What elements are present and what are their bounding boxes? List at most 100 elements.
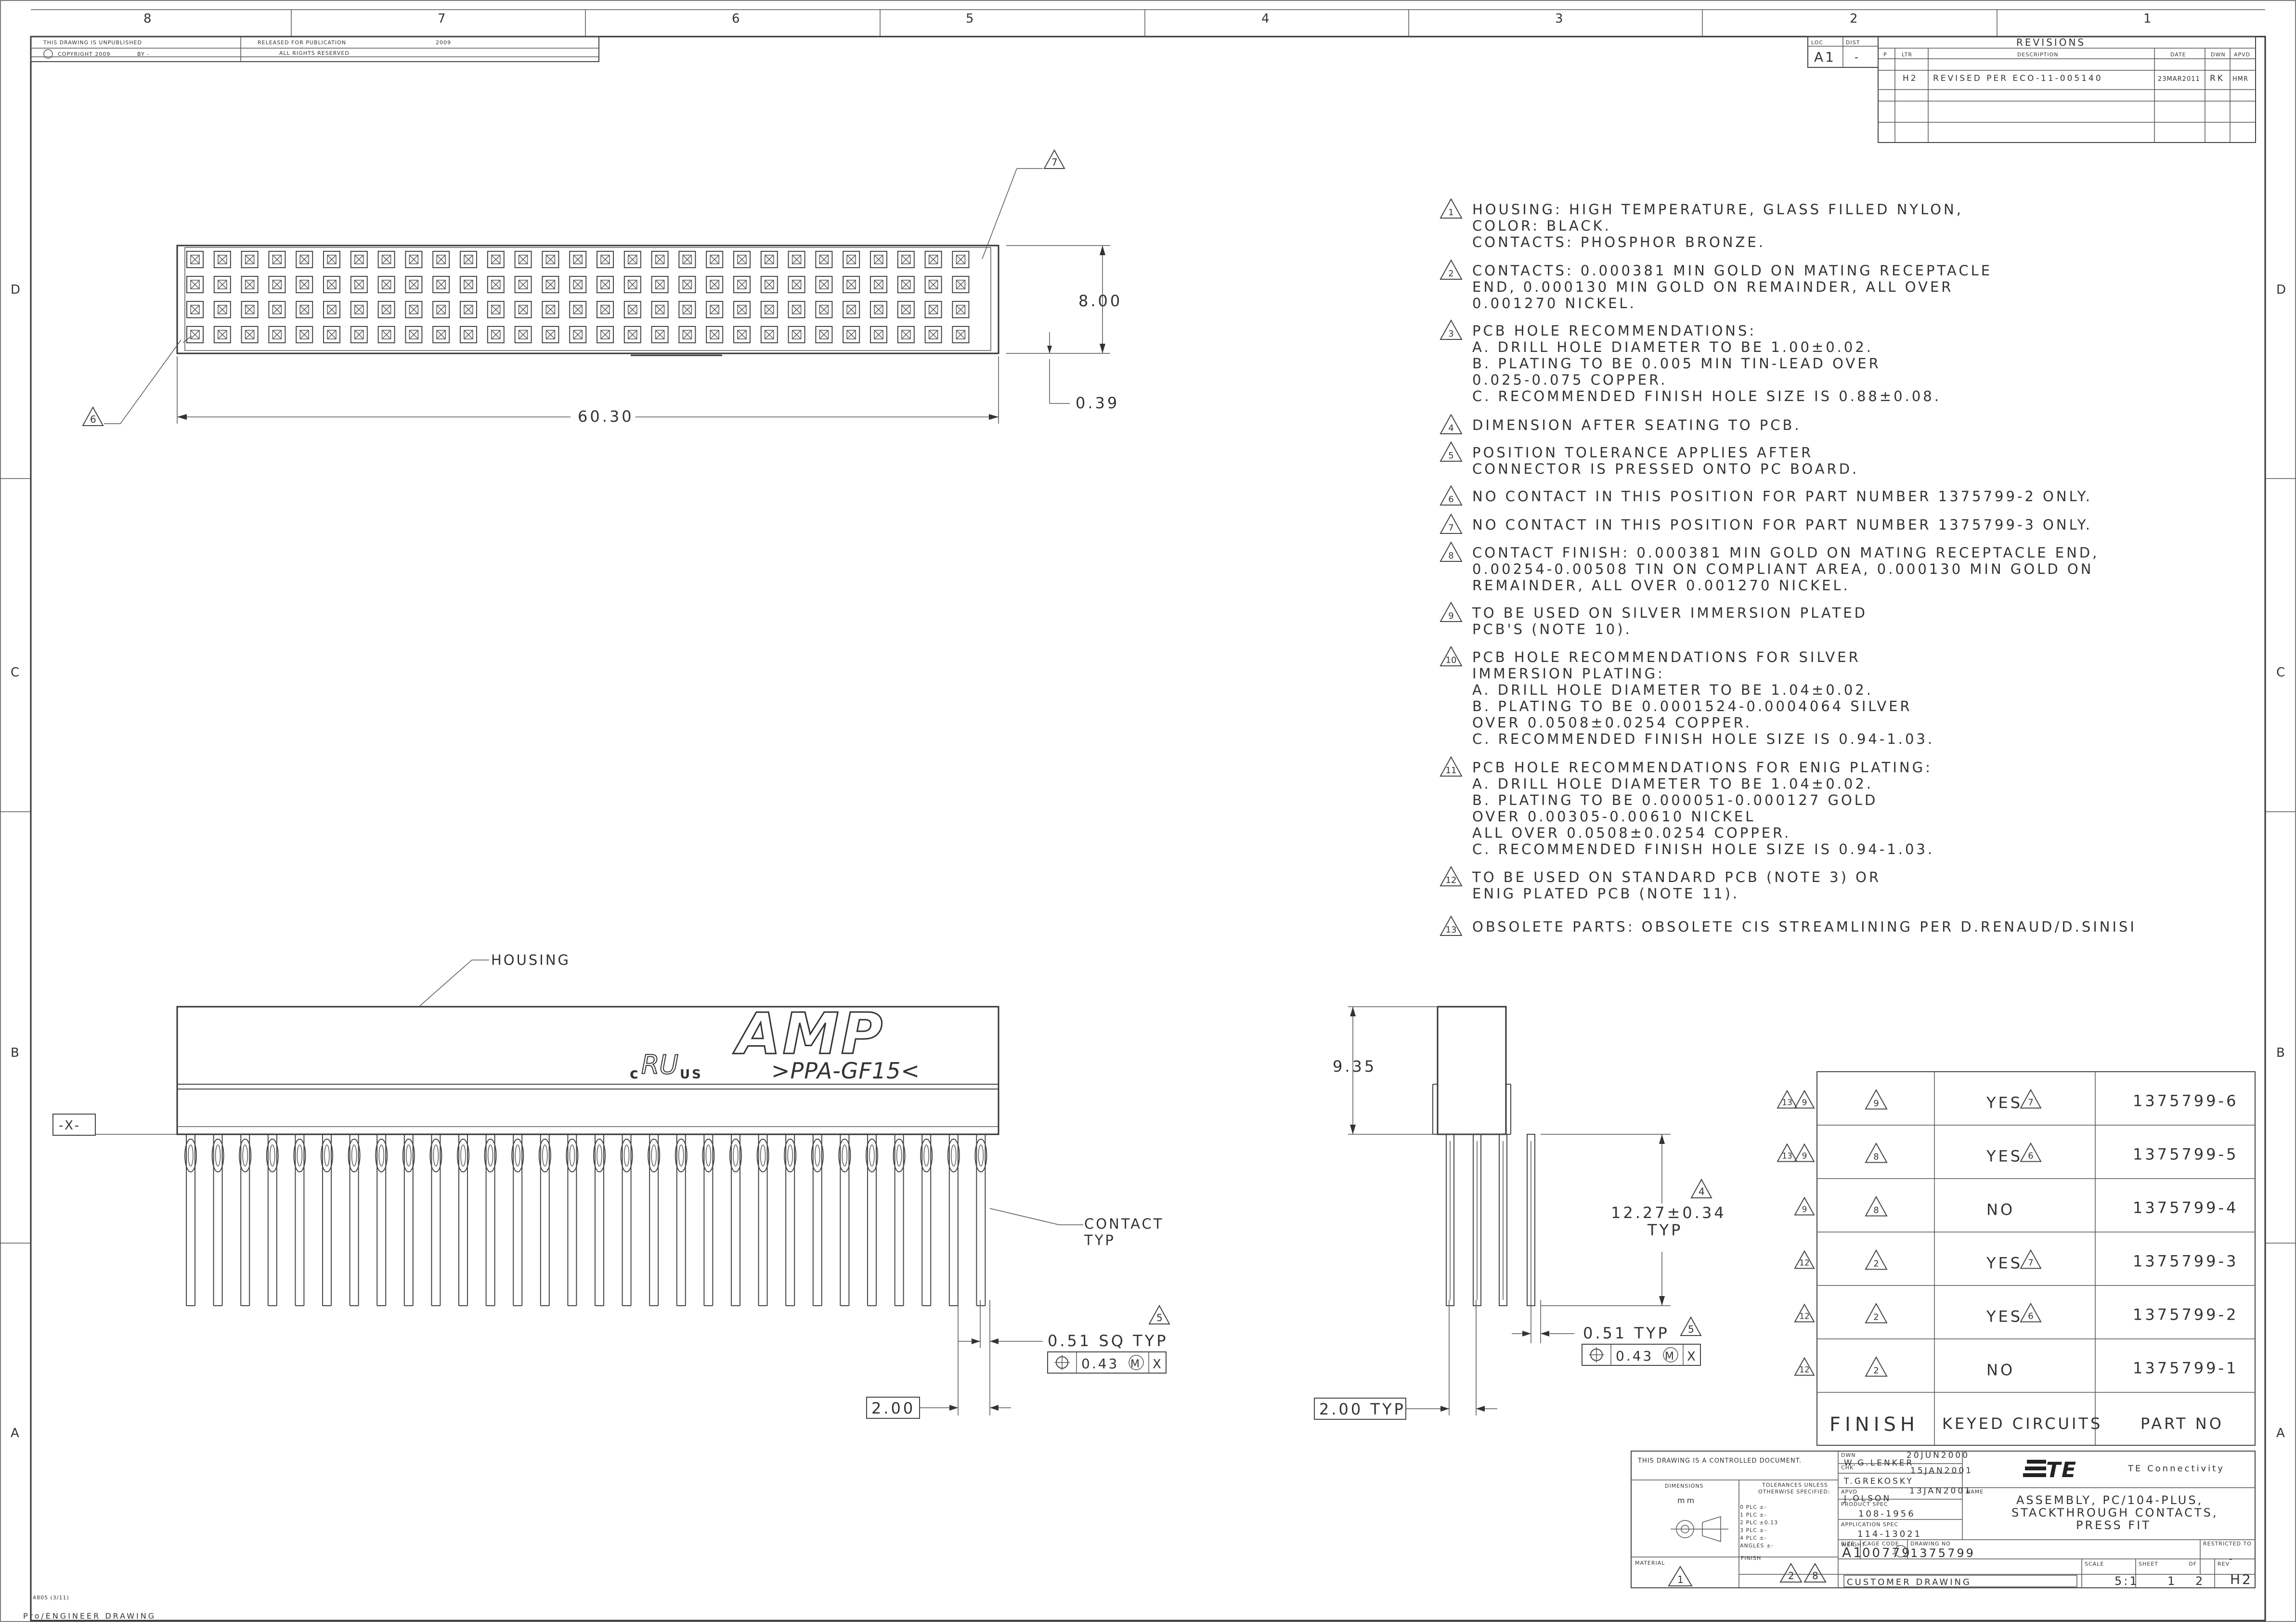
top-length-dim: 60.30 <box>578 407 634 426</box>
apvd-name: J.OLSON <box>1843 1494 1891 1504</box>
note-flag-6-triangle <box>1440 485 1463 506</box>
tolerance-row: 0 PLC ±- <box>1740 1504 1767 1510</box>
part-number: 1375799-4 <box>2133 1199 2238 1217</box>
keyed-flag: 6 <box>2028 1311 2033 1322</box>
company-name: TE Connectivity <box>2127 1464 2225 1474</box>
finish-flag-1: 2 <box>1788 1570 1796 1582</box>
application-spec: 114-13021 <box>1857 1529 1922 1539</box>
note-10-line: A. DRILL HOLE DIAMETER TO BE 1.04±0.02. <box>1472 682 1873 698</box>
note-2-line: 0.001270 NICKEL. <box>1472 295 1636 311</box>
row-note-flag: 9 <box>1802 1152 1807 1161</box>
contact-cavity <box>405 326 423 343</box>
top-flag-7: 7 <box>1051 156 1060 168</box>
part-number: 1375799-1 <box>2133 1359 2238 1377</box>
contact-cavity <box>597 301 614 318</box>
row-note-flag: 12 <box>1799 1312 1810 1322</box>
contact-cavity <box>213 301 231 318</box>
top-view: 8.00 60.30 0.39 7 6 <box>82 149 1120 426</box>
part-number: 1375799-3 <box>2133 1252 2238 1271</box>
of-value: 2 <box>2195 1574 2205 1588</box>
end-contact-pins <box>1446 1134 1535 1306</box>
contact-cavity <box>760 276 778 293</box>
contact-cavity <box>487 276 505 293</box>
contact-cavity <box>870 276 887 293</box>
weight-value: - <box>1892 1548 1897 1558</box>
contact-cavity <box>213 276 231 293</box>
scale-label: SCALE <box>2085 1561 2104 1567</box>
ul-recognized-mark: RU <box>641 1050 678 1080</box>
contact-pin <box>348 1134 361 1306</box>
note-5-line: CONNECTOR IS PRESSED ONTO PC BOARD. <box>1472 461 1859 477</box>
sheet-value: 1 <box>2167 1574 2177 1588</box>
contact-cavity <box>514 326 532 343</box>
row-note-flag-triangle <box>1794 1250 1815 1269</box>
contact-cavity <box>514 251 532 268</box>
contact-cavity <box>623 301 641 318</box>
dist-value: - <box>1855 52 1860 64</box>
contact-cavity <box>623 276 641 293</box>
product-spec-label: PRODUCT SPEC <box>1841 1501 1888 1507</box>
contact-pin <box>184 1134 197 1306</box>
loc-label: LOC <box>1811 39 1823 46</box>
keyed-value: YES <box>1986 1094 2023 1112</box>
contact-cavity <box>788 326 805 343</box>
end-feature-control-frame <box>1582 1344 1701 1366</box>
name-label: NAME <box>1966 1489 1984 1495</box>
row-note-flag-triangle <box>1794 1090 1815 1109</box>
contact-cavity <box>241 276 259 293</box>
contact-pin <box>484 1134 497 1306</box>
contact-pin <box>620 1134 633 1306</box>
contact-cavity <box>377 301 395 318</box>
contact-pin <box>784 1134 797 1306</box>
contact-cavity <box>432 276 450 293</box>
contact-cavity <box>542 301 559 318</box>
datum-x-frame <box>52 1114 96 1136</box>
controlled-document-label: THIS DRAWING IS A CONTROLLED DOCUMENT. <box>1637 1457 1802 1465</box>
note-flag-11-triangle <box>1440 756 1463 777</box>
contact-cavity <box>897 251 915 268</box>
contact-pin <box>321 1134 333 1306</box>
contact-cavity <box>651 301 669 318</box>
contact-pin <box>402 1134 415 1306</box>
contact-cavity <box>460 276 477 293</box>
note-flag-2-triangle <box>1440 259 1463 280</box>
contact-pin <box>866 1134 878 1306</box>
contact-label-line2: TYP <box>1084 1232 1116 1248</box>
note-9-line: PCB'S (NOTE 10). <box>1472 621 1632 637</box>
contact-cavity <box>843 301 860 318</box>
release-year: 2009 <box>436 39 451 46</box>
contact-cavity <box>706 301 724 318</box>
contact-cavity <box>542 251 559 268</box>
rev-row-desc: REVISED PER ECO-11-005140 <box>1933 74 2103 83</box>
rev-col-p: P <box>1883 52 1887 58</box>
contact-cavity <box>843 251 860 268</box>
contact-pin <box>947 1134 960 1306</box>
contact-cavity <box>843 276 860 293</box>
contact-cavity <box>760 326 778 343</box>
contact-cavity <box>268 326 286 343</box>
contact-cavity <box>460 251 477 268</box>
note-3-line: A. DRILL HOLE DIAMETER TO BE 1.00±0.02. <box>1472 339 1873 355</box>
contact-cavity <box>733 326 751 343</box>
zone-col-2: 2 <box>1850 12 1860 26</box>
contact-cavity <box>924 326 942 343</box>
title-block: THIS DRAWING IS A CONTROLLED DOCUMENT. D… <box>1631 1451 2256 1588</box>
note-11-line: ALL OVER 0.0508±0.0254 COPPER. <box>1472 825 1791 841</box>
zone-row-a-right: A <box>2276 1426 2287 1440</box>
contact-cavity <box>405 301 423 318</box>
contact-pin <box>920 1134 933 1306</box>
tolerance-row: 1 PLC ±- <box>1740 1512 1767 1518</box>
note-flag-8-triangle <box>1440 541 1463 562</box>
finish-flag: 2 <box>1873 1312 1879 1323</box>
size-value: A1 <box>1842 1544 1864 1560</box>
contact-pin <box>266 1134 279 1306</box>
